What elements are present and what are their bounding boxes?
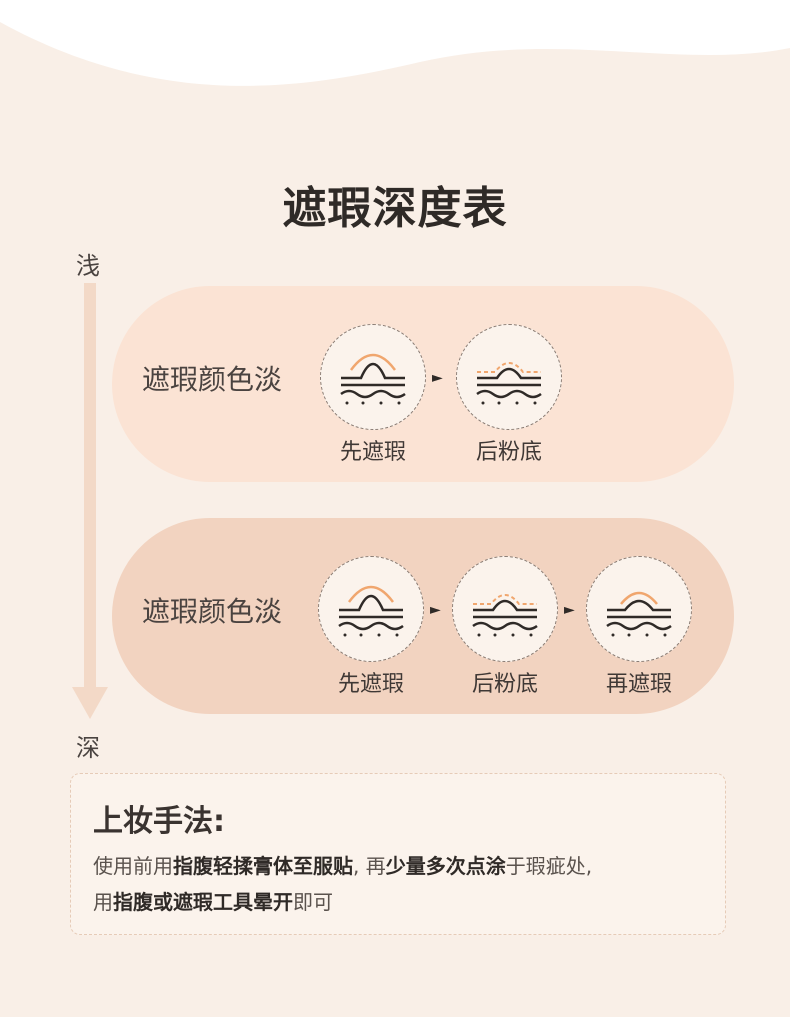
scale-light-label: 浅 xyxy=(76,252,100,280)
tips-text: 用 xyxy=(93,890,113,914)
depth-row-deep: 遮瑕颜色淡 先遮瑕 ► 后粉底 xyxy=(112,518,734,714)
skin-concealer-icon xyxy=(320,324,426,430)
skin-foundation-icon xyxy=(452,556,558,662)
tips-text: 即可 xyxy=(293,890,333,914)
skin-concealer-icon xyxy=(318,556,424,662)
step-foundation: 后粉底 xyxy=(456,324,562,466)
step-caption: 再遮瑕 xyxy=(605,672,672,697)
step-concealer: 先遮瑕 xyxy=(320,324,426,466)
tips-text: , 再 xyxy=(353,854,386,878)
arrow-right-icon: ► xyxy=(432,370,443,386)
row-label: 遮瑕颜色淡 xyxy=(142,363,283,396)
step-caption: 后粉底 xyxy=(471,672,538,697)
tips-emphasis: 少量多次点涂 xyxy=(385,854,506,878)
arrow-right-icon: ► xyxy=(564,602,575,618)
depth-arrow-icon xyxy=(72,283,108,719)
tips-line-2: 用指腹或遮瑕工具晕开即可 xyxy=(93,884,713,920)
top-wave-decoration xyxy=(0,0,790,86)
tips-line-1: 使用前用指腹轻揉膏体至服贴, 再少量多次点涂于瑕疵处, xyxy=(93,848,713,884)
step-concealer-again: 再遮瑕 xyxy=(586,556,692,698)
depth-row-light: 遮瑕颜色淡 先遮瑕 ► 后粉底 xyxy=(112,286,734,482)
scale-deep-label: 深 xyxy=(76,734,100,762)
row-label: 遮瑕颜色淡 xyxy=(142,595,283,628)
application-tips-box: 上妆手法: 使用前用指腹轻揉膏体至服贴, 再少量多次点涂于瑕疵处, 用指腹或遮瑕… xyxy=(70,773,726,935)
step-concealer: 先遮瑕 xyxy=(318,556,424,698)
tips-emphasis: 指腹或遮瑕工具晕开 xyxy=(113,890,293,914)
arrow-right-icon: ► xyxy=(430,602,441,618)
tips-title: 上妆手法: xyxy=(93,804,225,839)
tips-body: 使用前用指腹轻揉膏体至服贴, 再少量多次点涂于瑕疵处, 用指腹或遮瑕工具晕开即可 xyxy=(93,848,713,920)
step-caption: 先遮瑕 xyxy=(337,672,404,697)
tips-emphasis: 指腹轻揉膏体至服贴 xyxy=(173,854,353,878)
skin-concealer-icon xyxy=(586,556,692,662)
step-caption: 后粉底 xyxy=(475,440,542,465)
step-caption: 先遮瑕 xyxy=(339,440,406,465)
page-title: 遮瑕深度表 xyxy=(282,183,508,234)
skin-foundation-icon xyxy=(456,324,562,430)
tips-text: 于瑕疵处, xyxy=(505,854,593,878)
tips-text: 使用前用 xyxy=(93,854,173,878)
step-foundation: 后粉底 xyxy=(452,556,558,698)
